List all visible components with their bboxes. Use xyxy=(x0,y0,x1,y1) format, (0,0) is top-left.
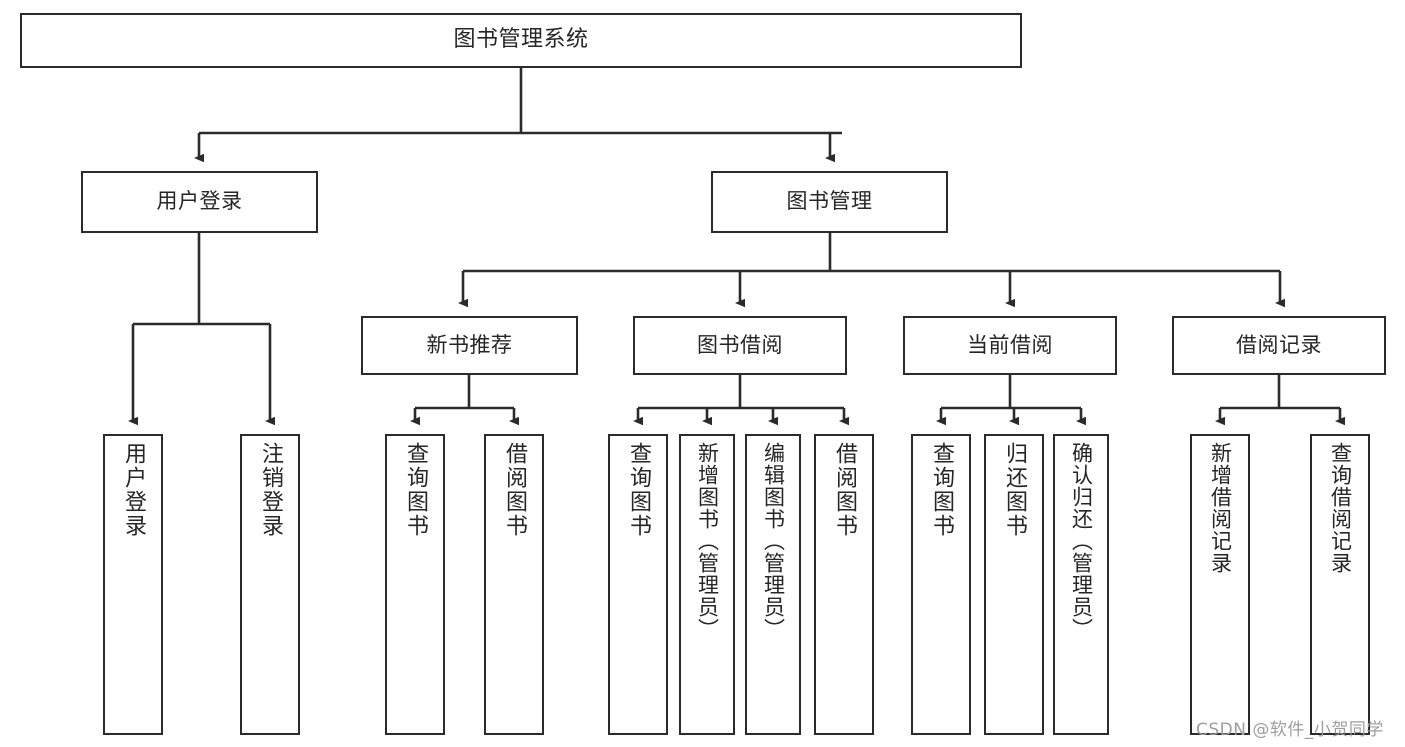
node-label: 用户登录 xyxy=(121,442,146,538)
node-leaf-borrow-book-rec[interactable]: 借阅图书 xyxy=(484,434,544,735)
node-root-system[interactable]: 图书管理系统 xyxy=(20,13,1022,68)
node-label: 图书管理系统 xyxy=(453,27,589,53)
node-label: 查询图书 xyxy=(929,442,954,538)
node-label: 图书管理 xyxy=(786,189,873,214)
node-label: 借阅图书 xyxy=(832,442,857,538)
node-user-login[interactable]: 用户登录 xyxy=(81,171,318,233)
node-label: 查询图书 xyxy=(626,442,651,538)
node-label: 当前借阅 xyxy=(967,332,1053,357)
node-leaf-user-login[interactable]: 用户登录 xyxy=(103,434,163,735)
node-leaf-edit-book-admin[interactable]: 编辑图书（管理员） xyxy=(745,434,801,735)
node-new-book-recommend[interactable]: 新书推荐 xyxy=(361,316,578,375)
node-leaf-query-book-borrow[interactable]: 查询图书 xyxy=(608,434,668,735)
node-leaf-query-borrow-record[interactable]: 查询借阅记录 xyxy=(1310,434,1370,735)
node-borrow-record[interactable]: 借阅记录 xyxy=(1172,316,1386,375)
node-label: 图书借阅 xyxy=(697,332,783,357)
node-leaf-add-book-admin[interactable]: 新增图书（管理员） xyxy=(679,434,735,735)
node-label: 注销登录 xyxy=(258,442,283,538)
node-leaf-user-logout[interactable]: 注销登录 xyxy=(240,434,300,735)
node-label: 归还图书 xyxy=(1002,442,1027,538)
node-label: 借阅记录 xyxy=(1236,332,1322,357)
node-label: 查询借阅记录 xyxy=(1328,442,1353,574)
watermark-text: CSDN @软件_小贺同学 xyxy=(1196,720,1384,740)
node-label: 确认归还（管理员） xyxy=(1069,442,1094,640)
node-book-management[interactable]: 图书管理 xyxy=(711,171,948,233)
node-leaf-query-book-current[interactable]: 查询图书 xyxy=(911,434,971,735)
node-label: 借阅图书 xyxy=(502,442,527,538)
node-leaf-borrow-book-borrow[interactable]: 借阅图书 xyxy=(814,434,874,735)
node-label: 新书推荐 xyxy=(426,332,513,357)
node-label: 编辑图书（管理员） xyxy=(761,442,786,640)
node-label: 用户登录 xyxy=(156,189,243,214)
csdn-watermark: CSDN @软件_小贺同学 xyxy=(1196,715,1384,740)
node-book-borrow[interactable]: 图书借阅 xyxy=(633,316,847,375)
node-label: 新增图书（管理员） xyxy=(695,442,720,640)
node-leaf-add-borrow-record[interactable]: 新增借阅记录 xyxy=(1190,434,1250,735)
node-current-borrow[interactable]: 当前借阅 xyxy=(903,316,1117,375)
node-leaf-query-book-rec[interactable]: 查询图书 xyxy=(385,434,445,735)
node-leaf-return-book[interactable]: 归还图书 xyxy=(984,434,1044,735)
node-leaf-confirm-return-admin[interactable]: 确认归还（管理员） xyxy=(1053,434,1109,735)
node-label: 查询图书 xyxy=(403,442,428,538)
node-label: 新增借阅记录 xyxy=(1208,442,1233,574)
